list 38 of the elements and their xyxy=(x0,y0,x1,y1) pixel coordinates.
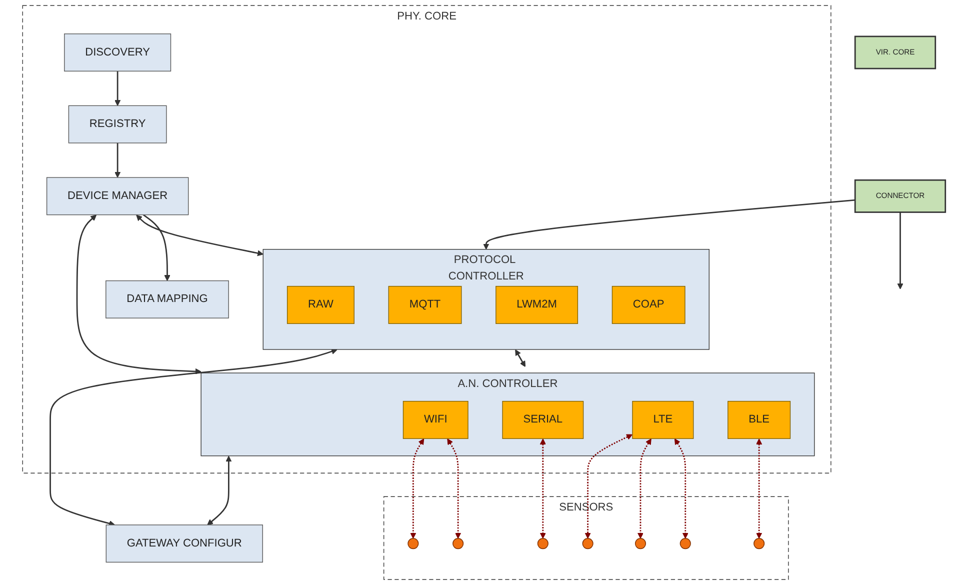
node-box: RAW xyxy=(286,286,354,324)
node-circle xyxy=(408,538,419,550)
arrow xyxy=(637,438,652,539)
node-circle xyxy=(452,538,464,550)
node-box: SERIAL xyxy=(502,400,584,439)
arrow xyxy=(136,214,264,256)
node-box: LTE xyxy=(632,400,694,439)
node-circle xyxy=(754,538,765,550)
arrow xyxy=(483,199,856,250)
node-box: DEVICE MANAGER xyxy=(46,177,189,216)
node-box: WIFI xyxy=(402,400,468,439)
node-box: COAP xyxy=(612,286,686,324)
node-box: DISCOVERY xyxy=(64,34,172,72)
arrow xyxy=(515,349,526,368)
cluster: SENSORS xyxy=(383,496,789,580)
node-box: LWM2M xyxy=(496,286,578,324)
node-box: DATA MAPPING xyxy=(106,280,229,318)
node-box: MQTT xyxy=(388,286,462,324)
node-box: REGISTRY xyxy=(68,105,167,144)
arrow xyxy=(447,438,462,539)
arrow xyxy=(76,214,202,374)
node-box: GATEWAY CONFIGUR xyxy=(106,524,263,563)
arrow xyxy=(540,438,546,539)
arrow xyxy=(897,212,904,290)
arrow xyxy=(674,438,688,539)
arrow xyxy=(114,142,121,178)
arrow xyxy=(756,438,762,539)
arrow xyxy=(50,348,338,526)
arrow xyxy=(207,456,232,526)
node-box: BLE xyxy=(728,400,791,439)
arrow xyxy=(114,71,121,106)
node-circle xyxy=(582,538,594,550)
arrow xyxy=(584,434,632,539)
arrow xyxy=(410,438,424,539)
node-circle xyxy=(537,538,548,550)
node-circle xyxy=(680,538,691,550)
arrow xyxy=(142,214,170,282)
node-circle xyxy=(634,538,646,550)
